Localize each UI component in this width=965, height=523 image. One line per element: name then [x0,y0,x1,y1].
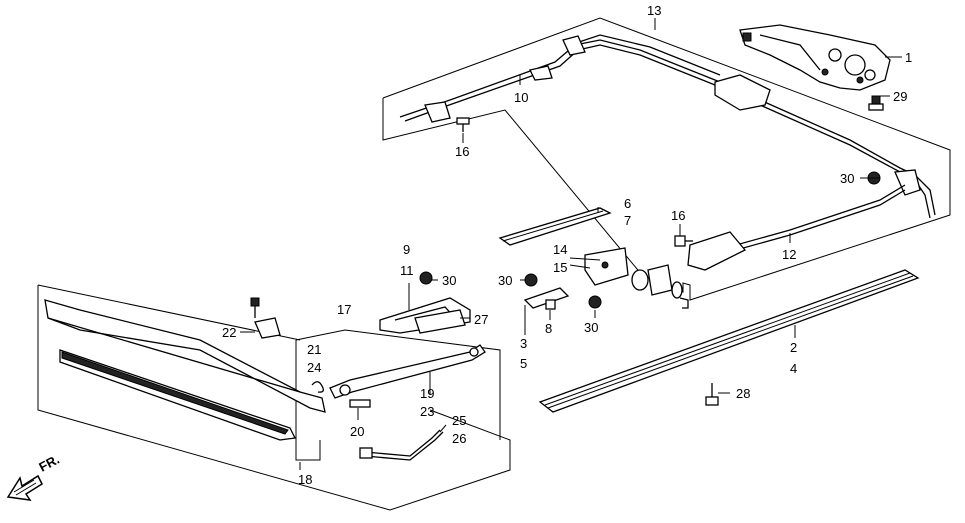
callout-16-upper: 16 [455,144,469,159]
callout-17: 17 [337,302,351,317]
callout-4: 4 [790,361,797,376]
callout-12: 12 [782,247,796,262]
sunroof-motor [739,24,891,91]
callout-30-right: 30 [840,171,854,186]
callout-24: 24 [307,360,321,375]
front-deflector [44,299,326,413]
front-direction-indicator: FR. [6,452,62,501]
callout-10: 10 [514,90,528,105]
sub-frame-right [295,329,501,440]
screw-16-upper [456,117,470,132]
nut-30-center [419,271,433,285]
clip-22 [250,297,281,339]
callout-8: 8 [545,321,552,336]
callout-30-low: 30 [584,320,598,335]
callout-18: 18 [298,472,312,487]
callout-9: 9 [403,242,410,257]
callout-13: 13 [647,3,661,18]
leader-lines [240,18,902,470]
callout-28: 28 [736,386,750,401]
nut-30-low [588,295,602,309]
callout-labels: 1 2 3 4 5 6 7 8 9 10 11 12 13 14 15 16 1… [222,3,912,487]
link-arm [329,344,486,399]
callout-7: 7 [624,213,631,228]
front-seal [59,349,296,441]
callout-3: 3 [520,336,527,351]
callout-23: 23 [420,404,434,419]
callout-19: 19 [420,386,434,401]
callout-5: 5 [520,356,527,371]
spring-24 [311,381,324,393]
front-arrow-icon [6,474,43,501]
callout-22: 22 [222,325,236,340]
callout-11: 11 [400,263,414,278]
bolt-29 [868,95,884,111]
nut-30-mid [524,273,538,287]
rod-25 [359,429,444,461]
clip-3 [523,287,570,309]
front-direction-label: FR. [36,452,62,475]
callout-30-center: 30 [442,273,456,288]
callout-1: 1 [905,50,912,65]
rear-bracket [584,247,689,309]
callout-2: 2 [790,340,797,355]
callout-14: 14 [553,242,567,257]
seal-strip [498,207,612,246]
callout-21: 21 [307,342,321,357]
guide-rail [538,269,920,413]
callout-25: 25 [452,413,466,428]
callout-20: 20 [350,424,364,439]
callout-26: 26 [452,431,466,446]
cable-assembly-frame [382,17,951,301]
callout-6: 6 [624,196,631,211]
clip-8 [545,299,556,310]
front-panel-frame [37,285,511,511]
callout-30-mid: 30 [498,273,512,288]
center-bracket [379,297,471,334]
cable-guide-assembly [399,34,936,271]
callout-27: 27 [474,312,488,327]
callout-15: 15 [553,260,567,275]
pin-20 [349,399,371,408]
callout-29: 29 [893,89,907,104]
bolt-28 [705,383,719,406]
callout-16-right: 16 [671,208,685,223]
